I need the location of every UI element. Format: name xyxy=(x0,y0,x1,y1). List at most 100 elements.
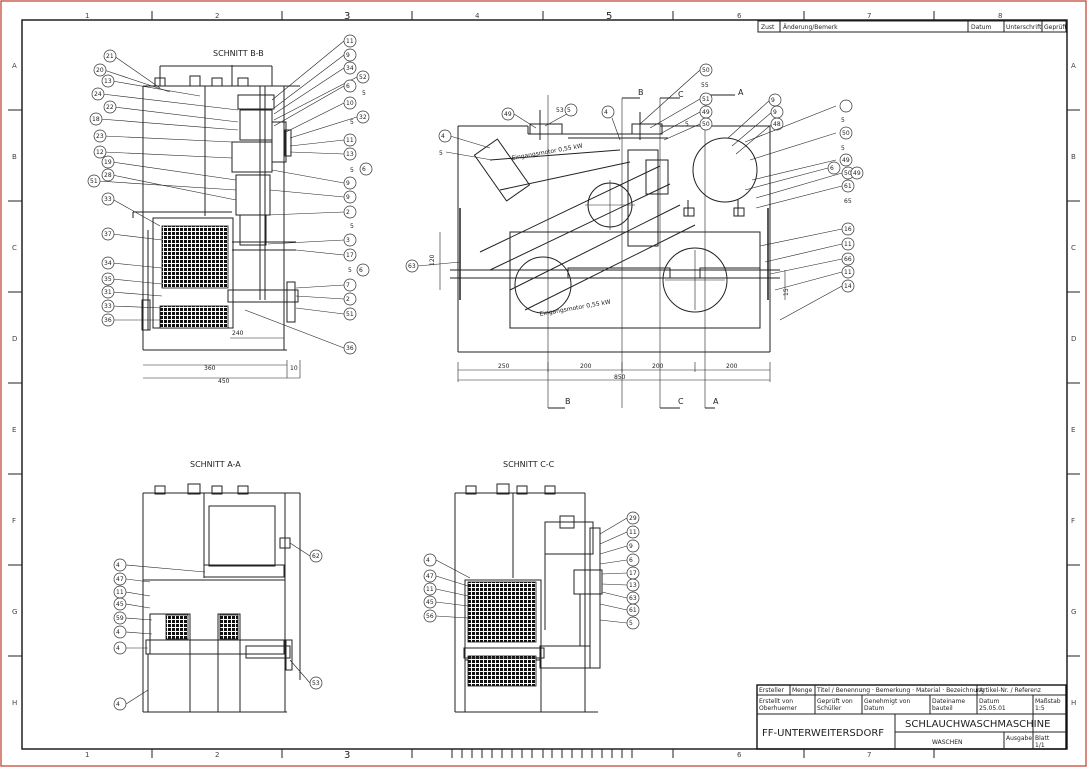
callout: 24 xyxy=(91,87,239,111)
callout: 61 xyxy=(599,603,640,617)
callout: 28 xyxy=(101,168,237,201)
section-cc-title: SCHNITT C-C xyxy=(503,460,555,469)
dim-10: 10 xyxy=(290,365,298,372)
svg-text:31: 31 xyxy=(104,289,112,296)
callout: 9 xyxy=(271,169,357,190)
callout: 20 xyxy=(93,63,171,93)
svg-text:6: 6 xyxy=(629,557,633,564)
callout-label: 5 xyxy=(362,90,366,97)
svg-text:7: 7 xyxy=(346,282,350,289)
zone-row: G xyxy=(1071,608,1076,616)
callout: 50 xyxy=(639,63,713,125)
tb-filename-label: Dateiname xyxy=(932,698,965,705)
tb-quantity-label: Menge xyxy=(792,687,812,694)
tb-created-by-name: Oberhuemer xyxy=(759,705,797,712)
tb-title-label: Titel / Benennung · Bemerkung · Material… xyxy=(816,687,985,694)
svg-text:61: 61 xyxy=(629,607,637,614)
svg-text:9: 9 xyxy=(773,109,777,116)
callout: 29 xyxy=(599,511,640,535)
svg-text:6: 6 xyxy=(362,166,366,173)
tb-scale-label: Maßstab xyxy=(1035,698,1061,705)
callout: 2 xyxy=(267,205,357,219)
callout: 10 xyxy=(285,96,357,133)
cut-label-b-bottom: B xyxy=(565,397,571,406)
svg-text:62: 62 xyxy=(312,553,320,560)
zone-row: F xyxy=(1071,517,1075,525)
tb-drawing-subtitle: WASCHEN xyxy=(932,739,963,746)
section-bb-view: SCHNITT B-B 360 450 10 xyxy=(132,49,301,385)
svg-text:50: 50 xyxy=(702,121,710,128)
dim-15: 15 xyxy=(783,288,790,296)
dim-120: 120 xyxy=(429,254,436,266)
dim-200: 200 xyxy=(580,363,592,370)
motor-annotation: Eingangsmotor 0,55 kW xyxy=(539,299,611,318)
inner-border xyxy=(21,19,1068,750)
callout: 34 xyxy=(273,61,357,115)
motor-annotation-2: Eingangsmotor 0,55 kW xyxy=(511,143,583,162)
rev-col-change: Änderung/Bemerk xyxy=(783,24,838,31)
zone-row: B xyxy=(12,153,17,161)
zone-col: 2 xyxy=(215,12,219,20)
cut-label-b-top: B xyxy=(638,88,644,97)
svg-text:52: 52 xyxy=(359,74,367,81)
callout: 22 xyxy=(103,100,239,123)
dim-240: 240 xyxy=(232,330,244,337)
rev-col-status: Zust xyxy=(761,24,775,31)
svg-text:13: 13 xyxy=(346,151,354,158)
svg-text:11: 11 xyxy=(116,589,124,596)
svg-text:49: 49 xyxy=(842,157,850,164)
callout: 63 xyxy=(601,591,640,605)
callout: 4 xyxy=(113,625,153,639)
callout: 50 xyxy=(755,166,855,199)
zone-row: C xyxy=(1071,244,1076,252)
callout-label: 5 xyxy=(841,117,845,124)
svg-text:22: 22 xyxy=(106,104,114,111)
tb-approved-date: Datum xyxy=(864,705,884,712)
svg-text:11: 11 xyxy=(844,241,852,248)
zone-col: 6 xyxy=(737,751,742,759)
callout: 56 xyxy=(423,609,469,623)
svg-text:2: 2 xyxy=(346,296,350,303)
callout: 45 xyxy=(423,595,469,609)
callout-label: 5 xyxy=(685,121,689,128)
callout: 47 xyxy=(113,572,151,586)
svg-text:13: 13 xyxy=(629,582,637,589)
bb-right-callouts: 11 9 34 52 5 6 10 32 11 13 5 5 6 9 9 2 5… xyxy=(244,34,373,355)
callout: 13 xyxy=(601,578,640,592)
svg-text:35: 35 xyxy=(104,276,112,283)
callout: 11 xyxy=(289,133,357,147)
svg-text:2: 2 xyxy=(346,209,350,216)
callout: 49 xyxy=(501,107,537,129)
svg-text:50: 50 xyxy=(702,67,710,74)
svg-text:36: 36 xyxy=(104,317,112,324)
callout: 32 xyxy=(289,110,370,139)
zone-col: 1 xyxy=(85,12,89,20)
svg-text:17: 17 xyxy=(346,252,354,259)
svg-text:6: 6 xyxy=(359,267,363,274)
callout: 4 xyxy=(438,129,491,149)
svg-text:4: 4 xyxy=(116,701,120,708)
dim-200: 200 xyxy=(652,363,664,370)
callout: 16 xyxy=(759,222,855,247)
svg-text:11: 11 xyxy=(629,529,637,536)
callout-label: 53 xyxy=(556,107,564,114)
rev-col-sign: Unterschrift xyxy=(1006,24,1042,31)
tb-created-by: Erstellt von xyxy=(759,698,793,705)
callout: 6 xyxy=(599,553,640,567)
svg-text:63: 63 xyxy=(408,263,416,270)
section-cc-view: SCHNITT C-C xyxy=(454,460,603,713)
rev-col-checked: Geprüft xyxy=(1044,24,1067,31)
zone-row: A xyxy=(1071,62,1076,70)
zone-row: H xyxy=(1071,699,1076,707)
svg-text:47: 47 xyxy=(426,573,434,580)
tb-approved-by: Genehmigt von xyxy=(864,698,910,705)
callout: 48 xyxy=(735,117,784,155)
svg-text:11: 11 xyxy=(426,586,434,593)
svg-text:61: 61 xyxy=(844,183,852,190)
callout: 50 xyxy=(663,117,713,141)
svg-text:34: 34 xyxy=(346,65,354,72)
zone-col: 7 xyxy=(867,751,871,759)
zone-col: 3 xyxy=(344,11,350,22)
tb-filename: bauteil xyxy=(932,705,953,712)
tb-article-label: Artikel-Nr. / Referenz xyxy=(979,687,1041,694)
